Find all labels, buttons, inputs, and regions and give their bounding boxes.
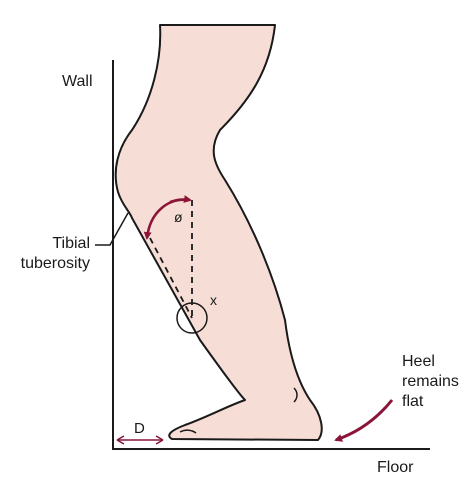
angle-arc-start xyxy=(169,195,192,204)
floor-label: Floor xyxy=(377,459,414,476)
distance-arrow-left-head xyxy=(116,435,125,445)
heel-label-line1: Heel xyxy=(402,353,435,370)
reference-point-circle xyxy=(176,302,208,334)
tibial-leader-line xyxy=(95,212,129,246)
toe-detail xyxy=(179,429,197,434)
heel-label-line2: remains xyxy=(402,373,459,390)
ankle-bone xyxy=(293,387,298,403)
distance-label: D xyxy=(134,420,145,437)
heel-remains-flat-label: Heel remains flat xyxy=(402,352,459,412)
heel-arrow xyxy=(334,399,394,442)
tibial-tuberosity-label: Tibial tuberosity xyxy=(4,234,90,274)
heel-label-line3: flat xyxy=(402,393,424,410)
tibial-label-line1: Tibial xyxy=(52,235,90,252)
angle-label: ø xyxy=(174,209,183,225)
wall-label: Wall xyxy=(62,73,93,90)
point-label: x xyxy=(210,292,217,308)
tibial-label-line2: tuberosity xyxy=(20,255,90,272)
leg-shape xyxy=(114,24,323,441)
tibia-axis-dashed xyxy=(149,237,193,319)
distance-arrow-right-head xyxy=(155,435,164,445)
